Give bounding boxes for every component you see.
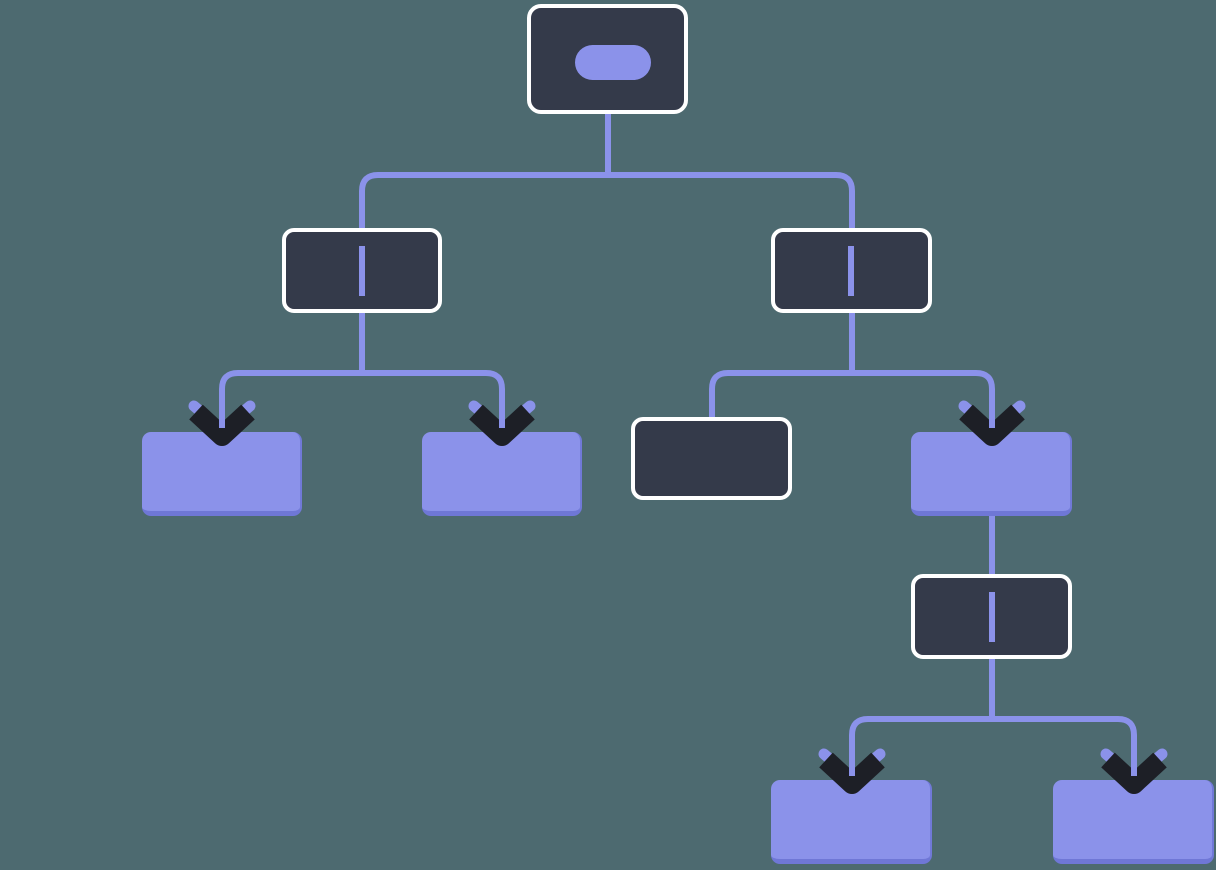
node-root[interactable]: [527, 4, 688, 114]
edge: [709, 370, 852, 417]
arrowhead-highlight: [1100, 748, 1168, 784]
edge: [362, 370, 505, 432]
node-n-r2-a[interactable]: [771, 780, 932, 864]
node-passthrough-accent: [848, 246, 854, 296]
arrowhead-highlight: [468, 400, 536, 436]
node-passthrough-accent: [359, 246, 365, 296]
node-n-r2-b[interactable]: [1053, 780, 1214, 864]
node-n-r1-b[interactable]: [911, 432, 1072, 516]
node-n-l1-b[interactable]: [422, 432, 582, 516]
edge: [852, 370, 995, 432]
node-n-r1-a[interactable]: [631, 417, 792, 500]
arrowhead-highlight: [958, 400, 1026, 436]
edge: [219, 370, 362, 432]
node-passthrough-accent: [989, 592, 995, 642]
arrowhead-highlight: [188, 400, 256, 436]
edge: [849, 716, 992, 780]
edge: [992, 716, 1137, 780]
arrowhead-highlight: [818, 748, 886, 784]
root-node-pill: [575, 45, 651, 80]
node-n-l1-a[interactable]: [142, 432, 302, 516]
